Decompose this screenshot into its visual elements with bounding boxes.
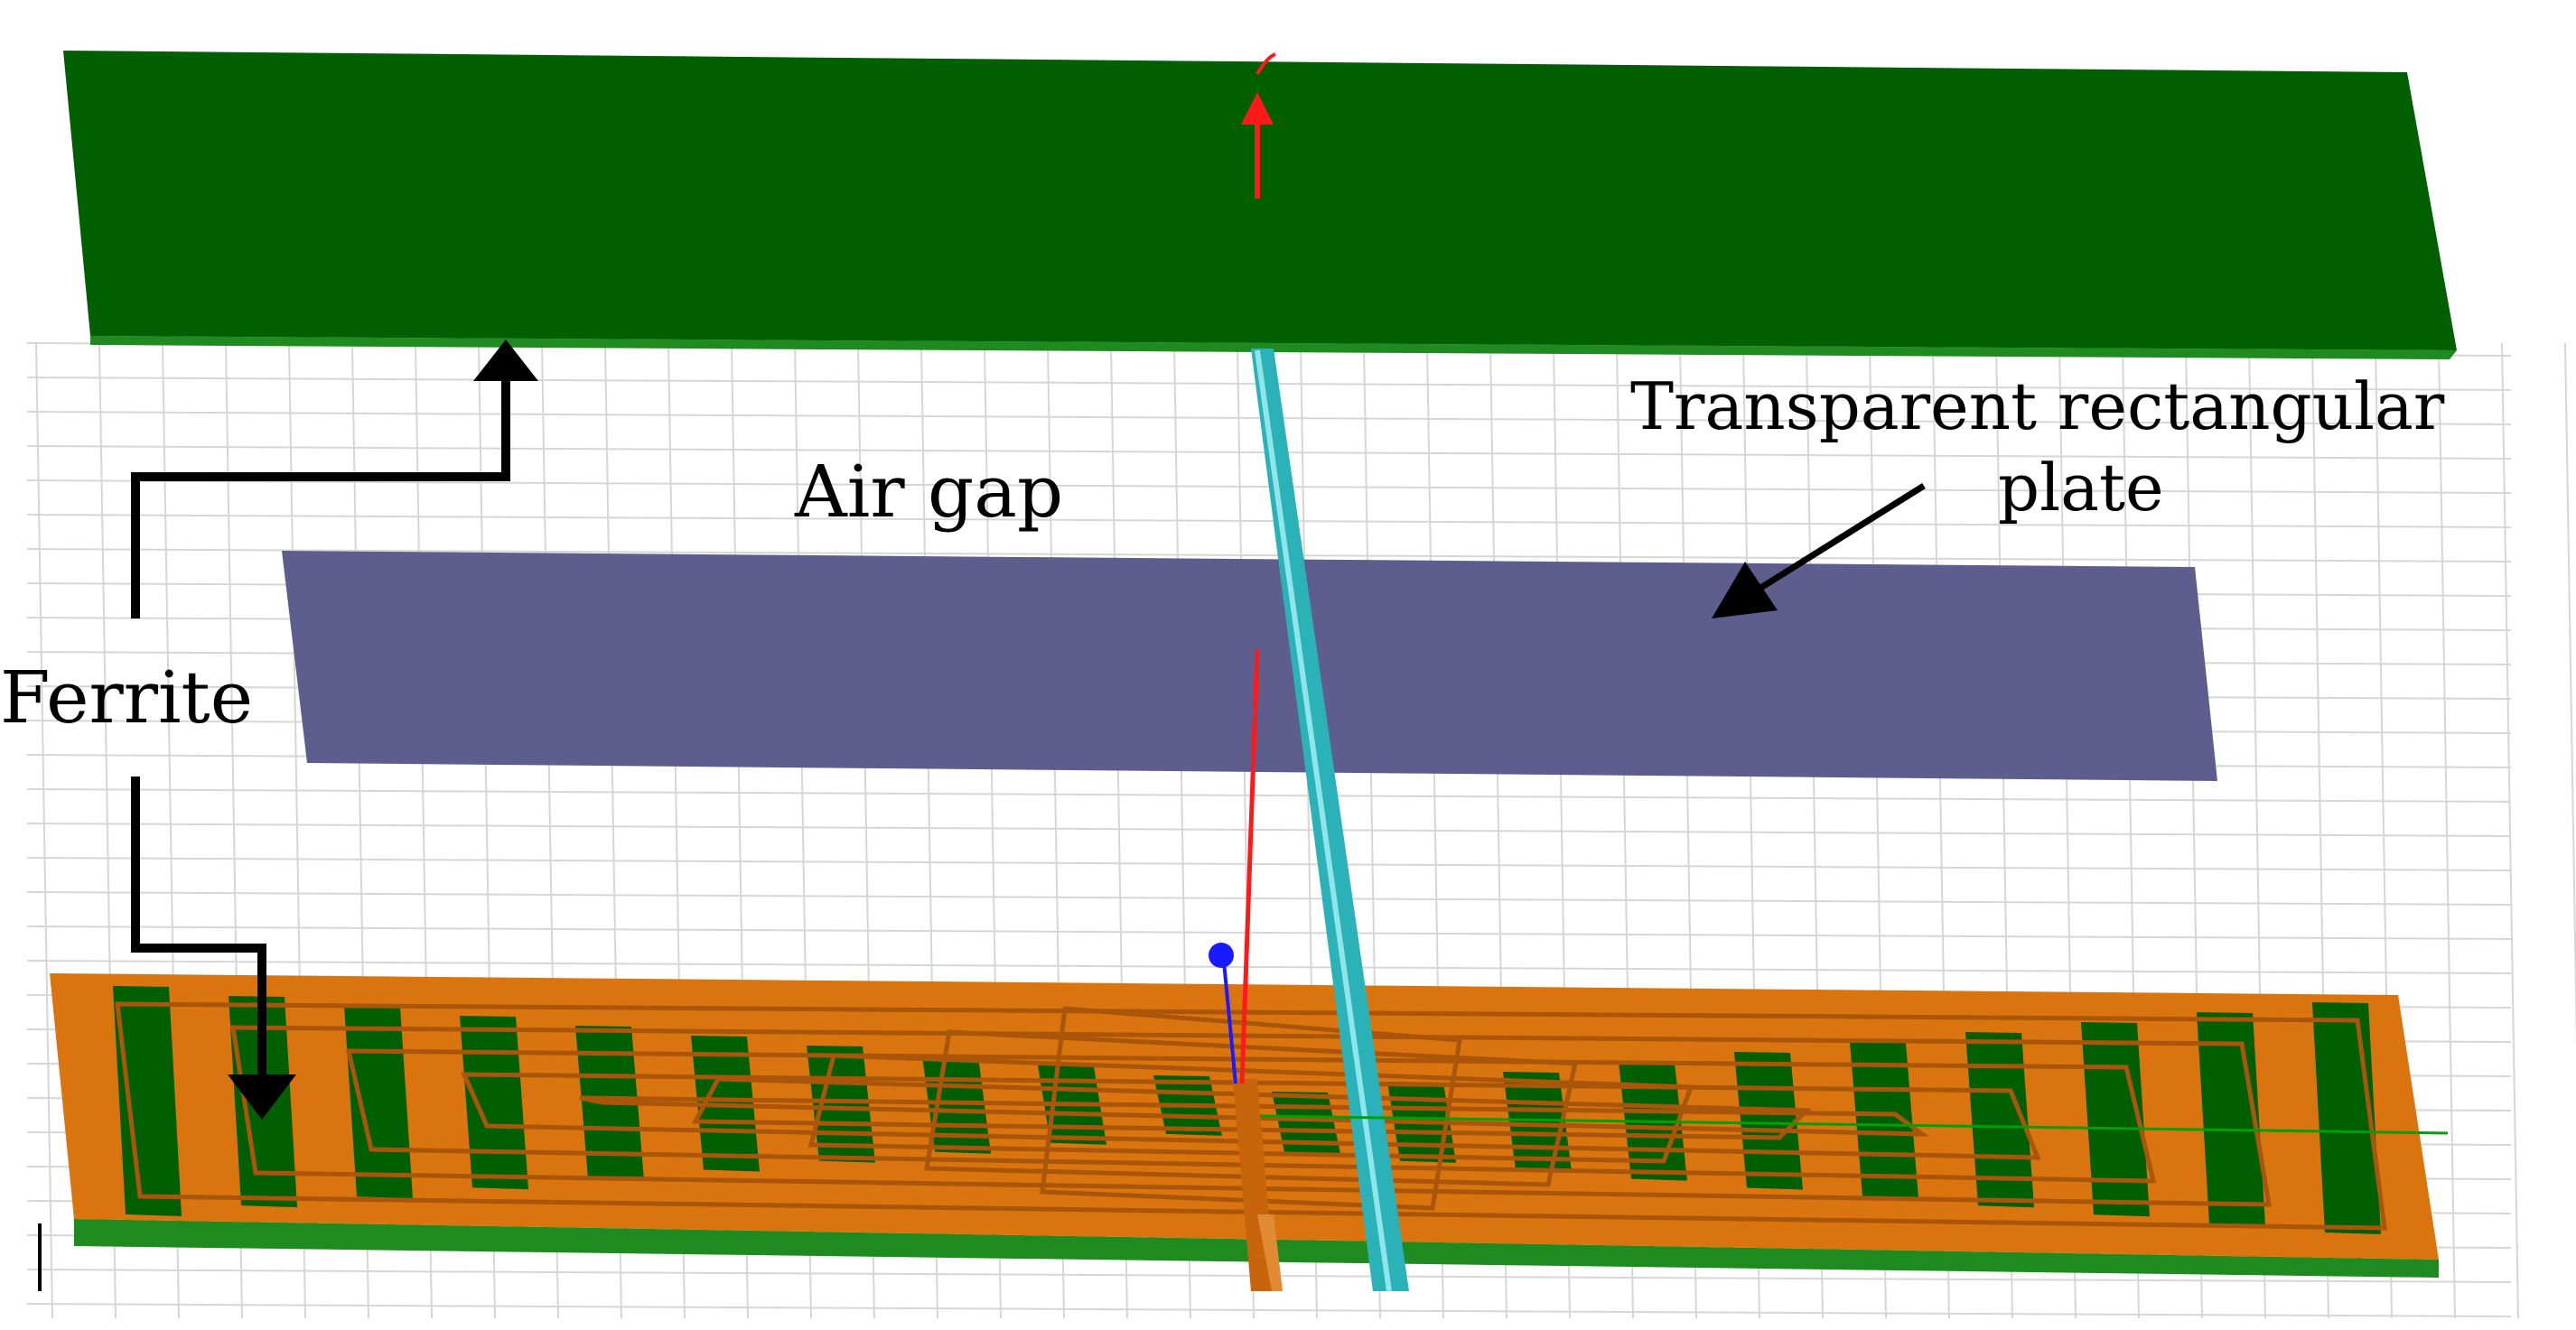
coil-ferrite-stripe	[2081, 1022, 2150, 1217]
grid-line	[26, 823, 2512, 837]
z-axis-red	[1239, 649, 1260, 1084]
coil-ferrite-stripe	[2197, 1012, 2265, 1226]
coil-winding-trace	[115, 1001, 2387, 1231]
coil-ferrite-stripe	[1850, 1042, 1918, 1199]
ferrite-arrowhead-up	[473, 339, 538, 381]
coil-ferrite-stripe	[1965, 1032, 2034, 1208]
grid-line	[2501, 342, 2519, 1319]
coil-terminal-leads	[1233, 1079, 1283, 1291]
coil-winding-trace	[230, 1025, 2272, 1207]
plate-label-line1: Transparent rectangular	[1630, 368, 2445, 444]
plate-pointer-line	[1746, 483, 1926, 599]
grid-line	[26, 891, 2512, 906]
grid-line	[26, 548, 2512, 563]
coil-ferrite-stripe	[113, 986, 182, 1216]
z-axis-curl	[1255, 52, 1276, 75]
ferrite-arrowhead-down	[228, 1074, 296, 1120]
y-axis-blue	[1222, 961, 1237, 1084]
coordinate-axes	[1209, 52, 2449, 1135]
air-gap-label: Air gap	[794, 450, 1063, 534]
ferrite-label: Ferrite	[0, 656, 253, 739]
coil-winding-trace	[691, 1076, 1812, 1140]
grid-line	[26, 788, 2512, 803]
top-ferrite-face	[63, 51, 2457, 350]
plate-label-line2: plate	[1998, 450, 2164, 525]
grid-line	[26, 925, 2512, 940]
x-axis-green	[1259, 1114, 2449, 1135]
axis-origin-marker	[1209, 943, 1234, 968]
coil-winding-traces	[115, 1001, 2387, 1231]
top-ferrite-edge	[90, 336, 2457, 359]
coil-ferrite-stripe	[460, 1016, 528, 1190]
transparent-rectangular-plate	[282, 551, 2217, 781]
grid-line	[26, 960, 2512, 974]
grid-line	[2438, 342, 2456, 1319]
plate-pointer-arrowhead	[1712, 562, 1778, 618]
feed-cable	[1251, 349, 1409, 1292]
coil-winding-trace	[924, 1029, 1579, 1187]
grid-line	[35, 342, 53, 1319]
ferrite-bracket	[131, 370, 510, 1088]
coil-winding-trace	[461, 1072, 2041, 1160]
grid-line	[26, 514, 2512, 528]
top-ferrite-plate	[63, 51, 2457, 359]
coil-winding-trace	[1040, 1006, 1462, 1211]
grid-line	[2564, 342, 2576, 1048]
coil-winding-trace	[579, 1095, 1929, 1137]
grid-line	[26, 857, 2512, 871]
grid-line	[26, 1303, 2512, 1317]
